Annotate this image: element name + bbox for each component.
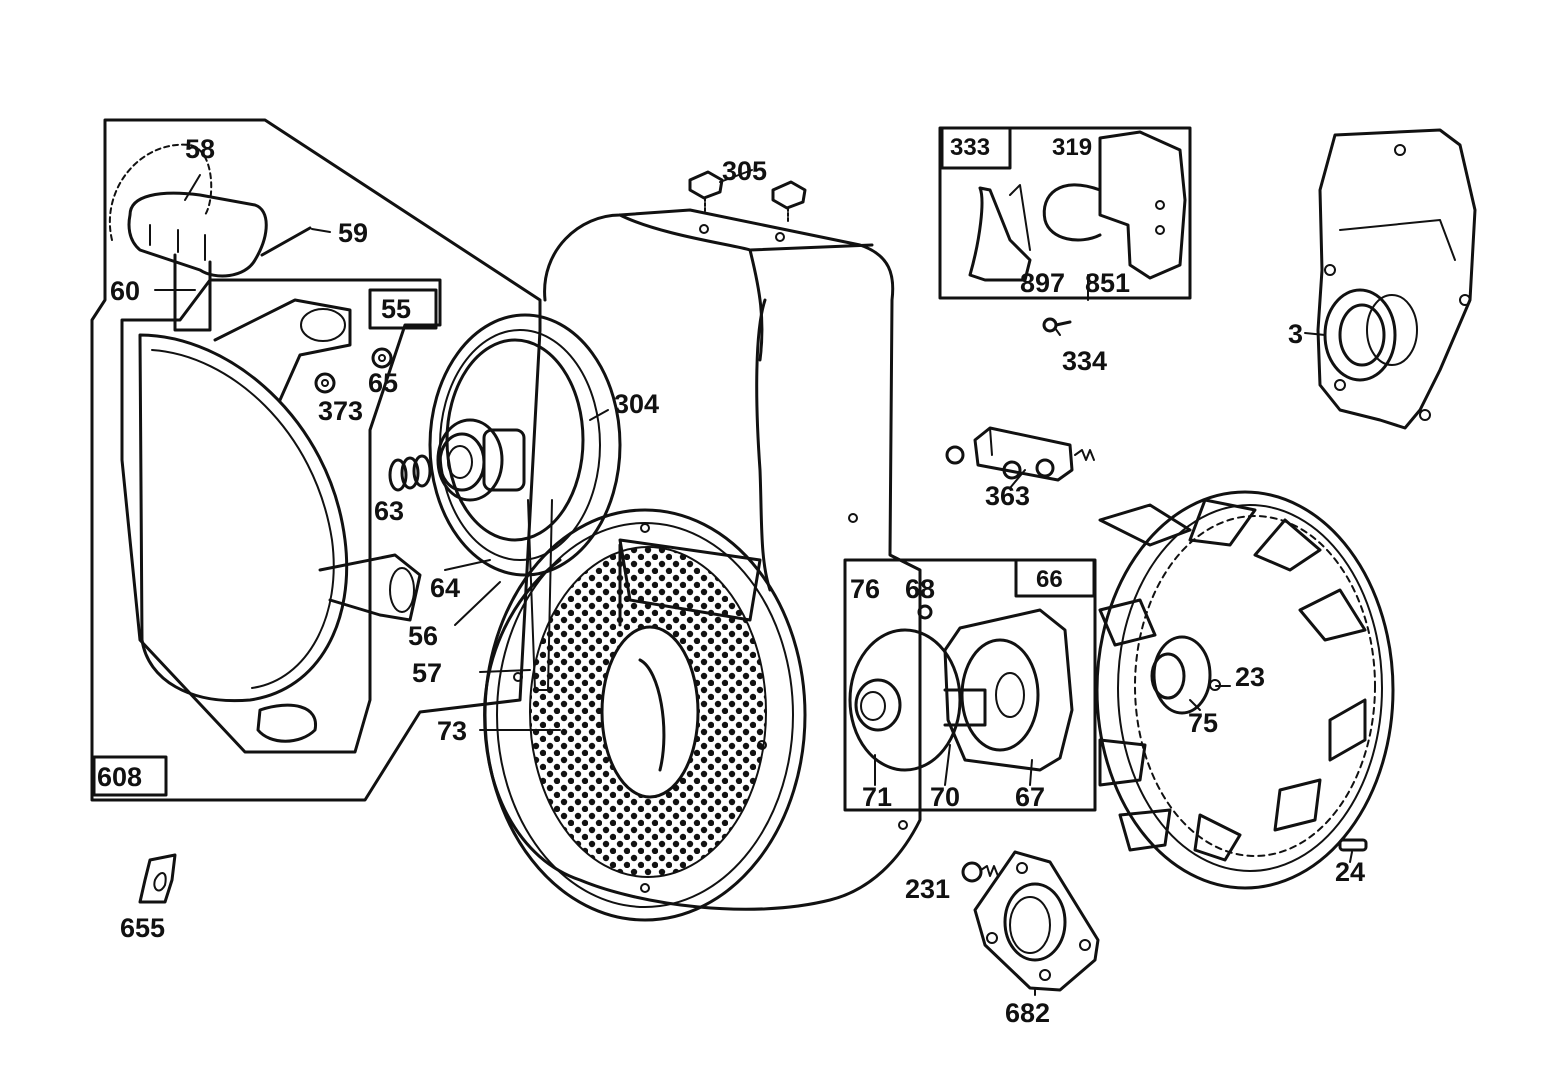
screw-231 xyxy=(961,861,999,883)
label-59: 59 xyxy=(338,218,368,248)
screw-305a xyxy=(688,170,724,213)
key-24 xyxy=(1338,838,1368,852)
label-3: 3 xyxy=(1288,319,1303,349)
label-76: 76 xyxy=(850,574,880,604)
flywheel xyxy=(1095,490,1395,890)
label-68: 68 xyxy=(905,574,935,604)
label-24: 24 xyxy=(1335,857,1365,887)
label-70: 70 xyxy=(930,782,960,812)
label-66: 66 xyxy=(1036,566,1063,593)
label-23: 23 xyxy=(1235,662,1265,692)
label-682: 682 xyxy=(1005,998,1050,1028)
label-304: 304 xyxy=(614,389,659,419)
starter-pulley xyxy=(428,313,622,577)
label-56: 56 xyxy=(408,621,438,651)
screw-334 xyxy=(1042,317,1072,333)
label-363: 363 xyxy=(985,481,1030,511)
starter-housing xyxy=(138,298,422,743)
rotating-screen xyxy=(483,508,807,922)
label-334: 334 xyxy=(1062,346,1107,376)
label-67: 67 xyxy=(1015,782,1045,812)
label-55: 55 xyxy=(381,294,411,324)
label-75: 75 xyxy=(1188,708,1218,738)
label-65: 65 xyxy=(368,368,398,398)
clip-655 xyxy=(138,853,177,904)
starter-rope xyxy=(109,143,213,241)
label-333: 333 xyxy=(950,134,990,161)
starter-handle xyxy=(127,191,268,332)
label-608: 608 xyxy=(97,762,142,792)
label-319: 319 xyxy=(1052,134,1092,161)
label-897: 897 xyxy=(1020,268,1065,298)
label-60: 60 xyxy=(110,276,140,306)
spring-63 xyxy=(388,454,432,492)
label-73: 73 xyxy=(437,716,467,746)
part-labels: 58 59 60 55 65 373 63 64 56 57 73 608 65… xyxy=(92,134,1365,1028)
crankcase-cover xyxy=(1316,128,1477,430)
label-305: 305 xyxy=(722,156,767,186)
gasket-682 xyxy=(973,850,1100,992)
label-231: 231 xyxy=(905,874,950,904)
nut-65 xyxy=(371,347,393,369)
label-71: 71 xyxy=(862,782,892,812)
label-64: 64 xyxy=(430,573,460,603)
screw-305b xyxy=(771,180,807,223)
label-655: 655 xyxy=(120,913,165,943)
nut-373 xyxy=(314,372,336,394)
starter-clutch-box xyxy=(843,558,1097,812)
starter-kit-outline xyxy=(90,118,542,802)
leader-lines xyxy=(154,169,1353,996)
label-58: 58 xyxy=(185,134,215,164)
label-851: 851 xyxy=(1085,268,1130,298)
insert-pin xyxy=(260,226,312,257)
governor-kit-box xyxy=(938,126,1192,300)
label-63: 63 xyxy=(374,496,404,526)
label-373: 373 xyxy=(318,396,363,426)
bracket-363 xyxy=(945,426,1095,482)
label-57: 57 xyxy=(412,658,442,688)
